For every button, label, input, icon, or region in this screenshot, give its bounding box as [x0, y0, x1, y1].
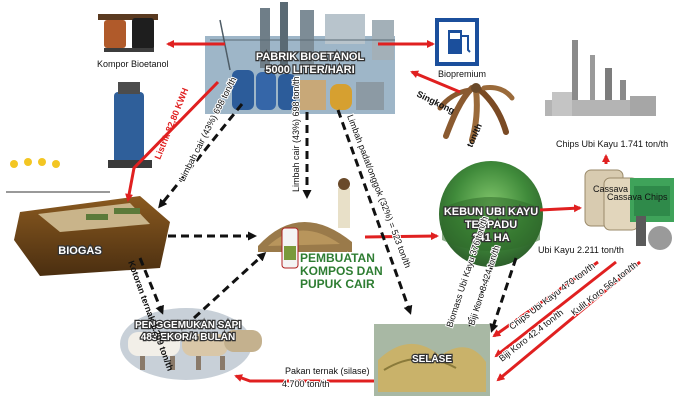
cattle-title-line2: 483 EKOR/4 BULAN: [141, 332, 235, 343]
cattle-illustration: [120, 308, 262, 380]
compost-title-line3: PUPUK CAIR: [300, 277, 375, 291]
feed-label: Pakan ternak (silase): [285, 366, 370, 376]
power-label: Listrik 82,80 KWH: [153, 87, 191, 161]
biopremium-label: Biopremium: [438, 69, 486, 79]
compost-title-line1: PEMBUATAN: [300, 251, 375, 265]
stove-illustration: [98, 14, 158, 52]
farm-field: [442, 197, 540, 251]
boiler-illustration: [108, 82, 152, 168]
dashed-flows: [138, 103, 518, 333]
farm-title-line3: 241 HA: [472, 232, 509, 244]
cassava-to-factory-label-2: ton/th: [465, 122, 484, 149]
cassava-illustration: [437, 83, 515, 143]
refinery-illustration: [545, 40, 656, 116]
farm-title-line2: TERPADU: [465, 219, 517, 231]
red-flows: [125, 40, 641, 383]
biogas-title: BIOGAS: [58, 245, 101, 257]
silage-illustration: [374, 324, 490, 396]
liquid-waste-compost-label: Limbah cair (43%) 698 ton/th: [291, 76, 301, 192]
factory-illustration: [205, 2, 395, 114]
solid-waste-label: Limbah padat/onggok (32%) = 523 ton/th: [345, 113, 413, 269]
chips-illustration: [584, 169, 674, 250]
farm-title-line1: KEBUN UBI KAYU: [444, 206, 538, 218]
cassava-to-chips-label: Ubi Kayu 2.211 ton/th: [538, 245, 624, 255]
sack-label-2: Cassava Chips: [607, 192, 668, 202]
chips-output-label: Chips Ubi Kayu 1.741 ton/th: [556, 139, 668, 149]
sack-label-1: Cassava: [593, 184, 628, 194]
compost-title-line2: KOMPOS DAN: [300, 264, 383, 278]
cassava-to-factory-label-1: Singkong: [415, 89, 456, 116]
silage-title: SELASE: [412, 354, 452, 365]
cattle-title-line1: PENGGEMUKAN SAPI: [135, 320, 241, 331]
biogas-illustration: [6, 158, 170, 276]
fuel-pump-icon: [435, 18, 479, 66]
factory-title-line1: PABRIK BIOETANOL: [256, 51, 365, 63]
compost-illustration: [258, 178, 352, 269]
feed-amount-label: 4.700 ton/th: [282, 379, 330, 389]
stove-label: Kompor Bioetanol: [97, 59, 169, 69]
factory-title-line2: 5000 LITER/HARI: [265, 64, 354, 76]
